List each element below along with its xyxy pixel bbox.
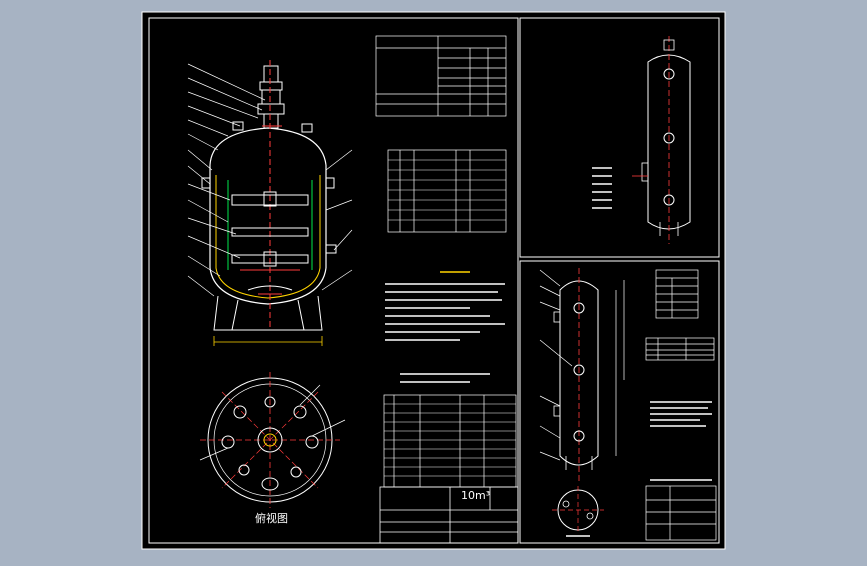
title-block bbox=[379, 486, 519, 544]
reactor-top-view bbox=[199, 372, 346, 508]
agitator-motor-icon bbox=[257, 65, 285, 129]
vessel-nozzle-icon bbox=[201, 121, 337, 254]
tank-notes-text bbox=[650, 401, 712, 427]
nozzle-table bbox=[387, 149, 507, 233]
drawing-sheet bbox=[141, 11, 726, 550]
sheet-frames bbox=[148, 17, 720, 544]
reactor-front-view bbox=[187, 60, 353, 346]
tank-title-block bbox=[645, 485, 717, 541]
top-view-caption: 俯视图 bbox=[255, 512, 288, 525]
volume-label: 10m³ bbox=[461, 489, 491, 502]
tank-spec-table bbox=[655, 269, 699, 319]
tank-nozzle-table bbox=[645, 337, 715, 361]
storage-tank-view bbox=[539, 268, 625, 537]
technical-requirements-text bbox=[385, 283, 505, 383]
tank-elevation-view bbox=[592, 36, 691, 244]
technical-spec-table bbox=[375, 35, 507, 117]
